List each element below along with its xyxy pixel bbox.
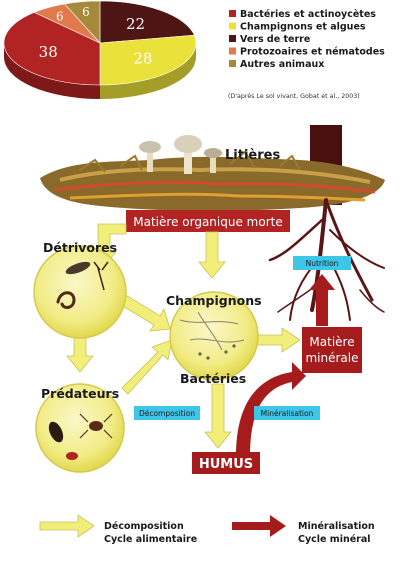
pie-value-label: 6 (56, 9, 64, 23)
pie-slice (99, 0, 195, 44)
arrow-predators-to-fungi (121, 339, 173, 395)
predators-label: Prédateurs (41, 386, 119, 401)
pie-slice (3, 12, 101, 86)
detritivores-label: Détrivores (43, 240, 117, 255)
humus-box (192, 452, 260, 474)
mineral-matter-label-2: minérale (305, 351, 358, 365)
legend-entry: Vers de terre (240, 34, 310, 45)
pie-sides (4, 43, 196, 99)
legend-swatch (229, 35, 236, 42)
pie-value-label: 28 (133, 50, 152, 68)
bacteria-label: Bactéries (180, 371, 246, 386)
footer-mineralisation: Minéralisation (298, 521, 375, 532)
legend-swatch (229, 60, 236, 67)
mineralisation-box-label: Minéralisation (261, 409, 314, 418)
pie-value-label: 22 (126, 15, 145, 33)
decomposition-box-label: Décomposition (139, 409, 195, 418)
legend-yellow-arrow (39, 514, 95, 538)
beetle-icon (48, 421, 64, 443)
nutrition-box (293, 256, 351, 270)
detritivores-bubble (33, 245, 127, 339)
mineralisation-box (254, 406, 320, 420)
litter-label: Litières (225, 148, 280, 163)
legend-swatch (229, 10, 236, 17)
mite-icon (66, 452, 78, 460)
legend-swatch (229, 22, 236, 30)
mushroom-icon (174, 135, 202, 174)
pie-value-label: 38 (39, 43, 58, 61)
fungi-bacteria-bubble (169, 291, 259, 381)
legend-entry: Autres animaux (240, 59, 324, 70)
footer-food-cycle: Cycle alimentaire (104, 534, 197, 545)
legend-red-arrow (232, 515, 286, 537)
mushroom-icon (204, 148, 222, 173)
pie-value-label: 6 (82, 5, 90, 19)
fungal-hyphae-icon (179, 311, 245, 351)
arrow-mineral-to-nutrition (309, 274, 335, 326)
legend-entry: Protozoaires et nématodes (240, 47, 385, 58)
dead-organic-matter-label: Matière organique morte (133, 215, 282, 229)
legend-entry: Bactéries et actinoycètes (240, 9, 376, 20)
spider-icon (89, 421, 103, 431)
litter-layer-illustration (40, 125, 385, 321)
earthworm-icon (56, 291, 76, 309)
pie-source-note: (D'après Le sol vivant, Gobat et al., 20… (228, 92, 360, 100)
woodlouse-icon (65, 261, 91, 275)
mineral-matter-box (302, 327, 362, 373)
legend-entry: Champignons et algues (240, 22, 366, 33)
springtail-icon (93, 261, 109, 291)
pie-slice (64, 0, 101, 44)
mineral-matter-label-1: Matière (309, 335, 354, 349)
footer-decomposition: Décomposition (104, 521, 184, 532)
arrow-fungi-to-mineral (255, 327, 301, 353)
pie-slices (3, 0, 197, 86)
pie-value-labels: 22 28 38 6 6 (39, 5, 153, 68)
mushroom-icon (139, 141, 161, 172)
humus-label: HUMUS (199, 457, 253, 472)
pie-slice-side (4, 43, 100, 99)
decomposition-box (134, 406, 200, 420)
legend-swatch (229, 47, 236, 55)
pie-slice (99, 34, 197, 86)
arrow-to-humus (204, 383, 232, 449)
decomposition-arrows (66, 223, 301, 449)
arrow-humus-to-mineral (236, 362, 306, 456)
arrow-to-fungi (198, 231, 226, 279)
dead-organic-matter-box (126, 210, 290, 232)
pie-slice-side (100, 43, 196, 99)
fungi-label: Champignons (166, 293, 262, 308)
pie-chart: 22 28 38 6 6 (3, 0, 197, 99)
footer-mineral-cycle: Cycle minéral (298, 534, 371, 545)
predators-bubble (35, 383, 125, 473)
nutrition-label: Nutrition (306, 259, 339, 268)
